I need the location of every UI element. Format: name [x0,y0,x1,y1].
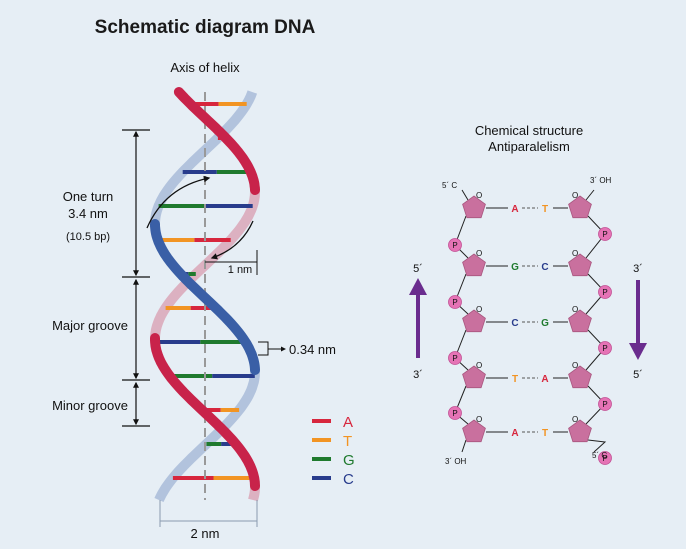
one-turn-label: One turn [63,189,114,204]
rotation-arrow-down [210,220,254,260]
blue-strand-back [150,90,258,224]
right-top-end-label: 3´ OH [590,176,612,185]
chem-base-right-3: G [541,318,549,329]
right-sugar-4 [568,365,592,389]
chem-title-line1: Chemical structure [475,123,583,138]
turn-bp-label: (10.5 bp) [66,231,110,243]
left-ring-oxygen: O [476,415,482,424]
red-strand-front [150,333,260,491]
chem-base-left-1: A [511,204,518,215]
base-pairs [155,102,255,480]
radius-dimension: 1 nm [205,250,258,276]
minor-groove-label: Minor groove [52,398,128,413]
chem-base-right-4: A [541,374,548,385]
phosphate-label: P [452,241,457,250]
right-phosphate-4 [598,397,612,411]
red-strand-back [150,190,260,339]
blue-strand-front [150,219,260,375]
minor-groove-dimension: Minor groove [44,381,150,427]
chem-base-right-5: T [542,428,548,439]
right-ring-oxygen: O [572,305,578,314]
left-phosphate-3 [448,351,462,365]
right-arrow-top-label: 3´ [633,263,643,275]
left-sugar-3 [462,309,486,333]
left-phosphate-4 [448,406,462,420]
right-phosphate-1 [598,227,612,241]
phosphate-label: P [452,354,457,363]
page-title: Schematic diagram DNA [95,17,316,38]
axis-of-helix-label: Axis of helix [170,60,240,75]
right-ring-oxygen: O [572,361,578,370]
phosphate-label: P [452,298,457,307]
major-groove-label: Major groove [52,318,128,333]
phosphate-label: P [602,400,607,409]
left-arrow-top-label: 5´ [413,263,423,275]
right-ring-oxygen: O [572,191,578,200]
right-bottom-end-label: 5´ C [592,451,607,460]
diameter-dimension: 2 nm [159,500,258,541]
right-phosphate-5 [598,451,612,465]
legend-label-a: A [343,414,353,431]
left-ring-oxygen: O [476,191,482,200]
right-ring-oxygen: O [572,415,578,424]
phosphate-label: P [602,454,607,463]
right-sugar-2 [568,253,592,277]
left-phosphate-1 [448,238,462,252]
antiparallel-arrows: 5´ 3´ 3´ 5´ [409,263,647,381]
left-ring-oxygen: O [476,249,482,258]
turn-length-label: 3.4 nm [68,206,108,221]
left-phosphate-2 [448,295,462,309]
right-ring-oxygen: O [572,249,578,258]
left-ring-oxygen: O [476,305,482,314]
right-sugar-3 [568,309,592,333]
rise-label: 0.34 nm [289,342,336,357]
right-phosphate-2 [598,285,612,299]
left-sugar-2 [462,253,486,277]
left-arrow-bottom-label: 3´ [413,369,423,381]
right-arrow-bottom-label: 5´ [633,369,643,381]
chem-base-right-2: C [541,262,548,273]
chem-base-left-2: G [511,262,519,273]
phosphate-label: P [602,230,607,239]
chem-base-left-3: C [511,318,518,329]
legend-label-t: T [343,433,352,450]
chem-base-left-4: T [512,374,518,385]
phosphate-label: P [602,288,607,297]
one-turn-dimension: One turn 3.4 nm (10.5 bp) [46,129,150,278]
left-sugar-5 [462,419,486,443]
major-groove-dimension: Major groove [44,278,150,381]
helix-front-strands [150,87,260,491]
rotation-arrow-up [146,175,211,229]
blue-strand-back [154,370,260,503]
phosphate-label: P [452,409,457,418]
left-ring-oxygen: O [476,361,482,370]
chem-title-line2: Antiparalelism [488,139,570,154]
legend-label-g: G [343,452,355,469]
right-phosphate-3 [598,341,612,355]
rise-dimension: 0.34 nm [258,341,336,357]
right-sugar-5 [568,419,592,443]
right-sugar-1 [568,195,592,219]
left-bottom-end-label: 3´ OH [445,457,467,466]
left-sugar-4 [462,365,486,389]
phosphate-label: P [602,344,607,353]
left-sugar-1 [462,195,486,219]
diameter-label: 2 nm [191,526,220,541]
red-strand-front [173,87,260,195]
chem-base-right-1: T [542,204,548,215]
radius-label: 1 nm [228,264,252,276]
legend-label-c: C [343,471,354,488]
chem-base-left-5: A [511,428,518,439]
left-top-end-label: 5´ C [442,181,457,190]
